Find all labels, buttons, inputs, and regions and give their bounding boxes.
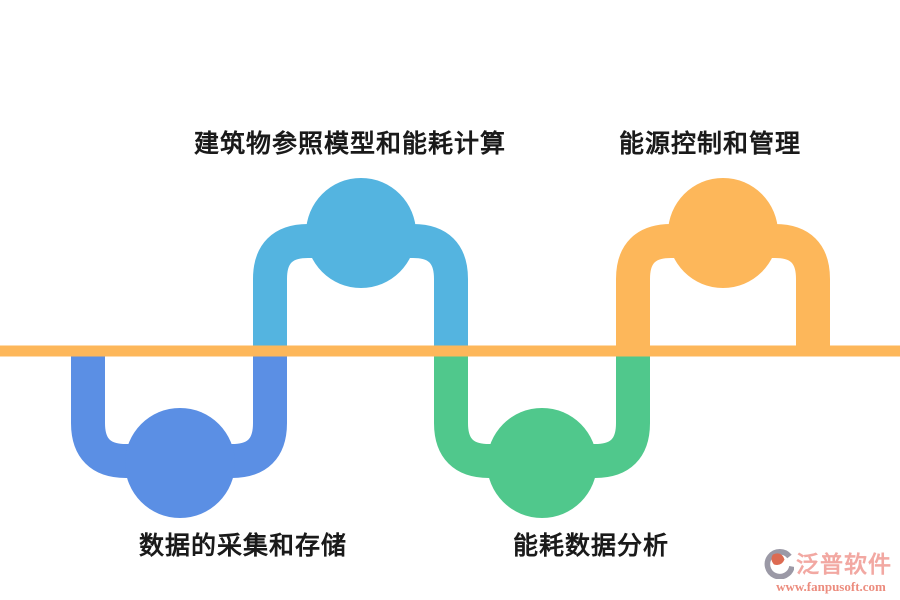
logo-swoosh-shape <box>764 549 794 579</box>
node-dot-3 <box>487 408 597 518</box>
step-label-bottom-right: 能耗数据分析 <box>512 532 670 560</box>
step-label-top-left: 建筑物参照模型和能耗计算 <box>193 130 507 158</box>
logo-leaf-shape <box>771 553 785 565</box>
vendor-watermark: 泛普软件 www.fanpusoft.com <box>764 549 898 593</box>
watermark-url-text: www.fanpusoft.com <box>776 579 886 594</box>
node-dot-1 <box>125 408 235 518</box>
step-label-top-right: 能源控制和管理 <box>618 130 802 158</box>
fanpu-logo-icon <box>764 549 794 579</box>
step-label-bottom-left: 数据的采集和存储 <box>138 532 348 560</box>
node-dot-4 <box>668 178 778 288</box>
watermark-brand-text: 泛普软件 <box>796 550 892 577</box>
node-dot-2 <box>306 178 416 288</box>
